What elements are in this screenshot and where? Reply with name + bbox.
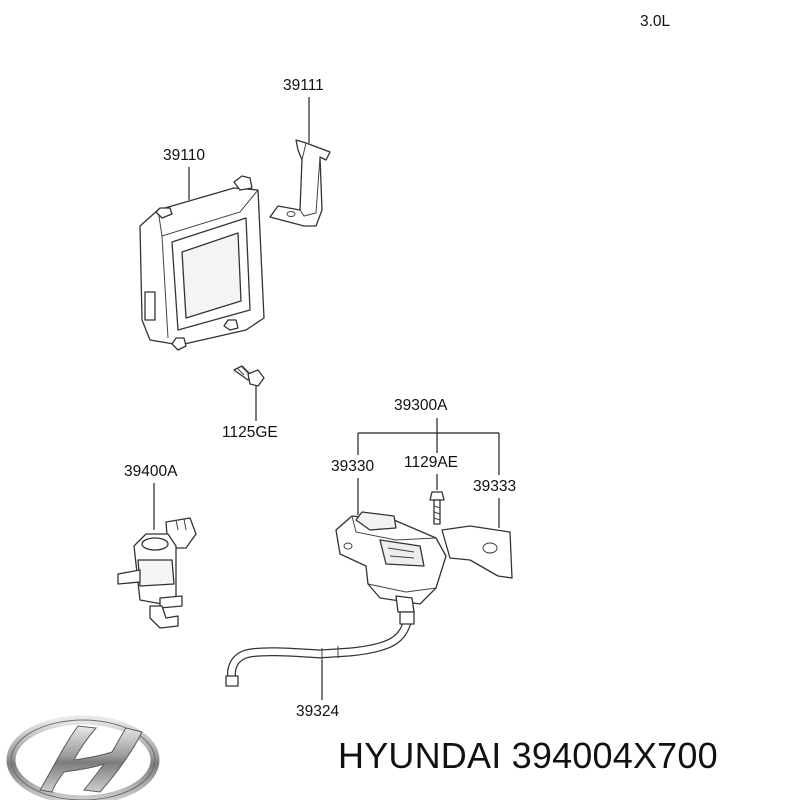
callout-39300A: 39300A [394, 397, 448, 414]
brand-name: HYUNDAI [338, 735, 502, 776]
part-number: 394004X700 [511, 735, 718, 776]
callout-39333: 39333 [473, 478, 516, 495]
engine-label: 3.0L [640, 13, 671, 30]
hose-39324-part [225, 611, 415, 687]
sensor-39330-part [335, 511, 447, 613]
callout-39330: 39330 [331, 458, 374, 475]
bracket-39333-part [441, 525, 513, 579]
leader-39300A [357, 418, 500, 475]
callout-1129AE: 1129AE [404, 454, 458, 471]
callout-39111: 39111 [283, 77, 324, 94]
hyundai-logo-icon [6, 715, 160, 800]
bracket-39111-part [269, 139, 331, 227]
bolt-1129AE-part [429, 491, 445, 525]
brand-part-number: HYUNDAI 394004X700 [338, 735, 718, 777]
solenoid-valve-39400A-part [117, 517, 197, 629]
bolt-1125GE-part [233, 365, 265, 387]
callout-39324: 39324 [296, 703, 339, 720]
ecu-39110-part [139, 175, 265, 351]
callout-1125GE: 1125GE [222, 424, 278, 441]
callout-39110: 39110 [163, 147, 205, 164]
callout-39400A: 39400A [124, 463, 178, 480]
